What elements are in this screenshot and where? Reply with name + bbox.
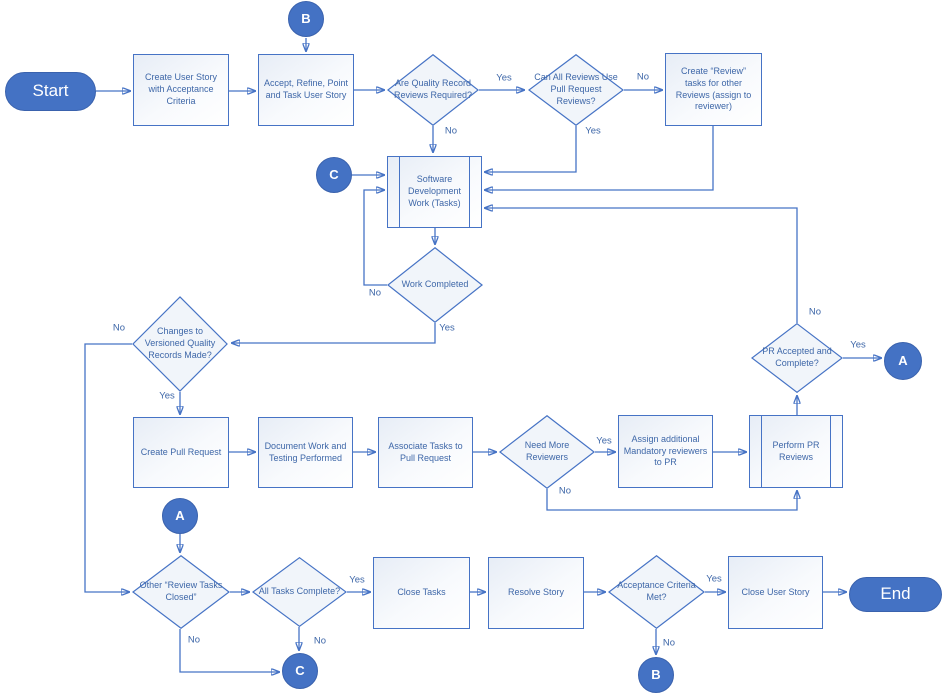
- diamond-shape: [132, 296, 228, 392]
- decision-all-tasks-complete: All Tasks Complete?: [252, 557, 347, 627]
- end-terminator: End: [849, 577, 942, 612]
- edge-work-completed-yes: [232, 323, 436, 343]
- edge-label-nm-no: No: [558, 485, 572, 497]
- process-close-tasks: Close Tasks: [373, 557, 470, 629]
- edge-label-pr-no: No: [808, 306, 822, 318]
- edge-create-review-tasks-to-sdw: [485, 126, 714, 190]
- predefined-perform-pr-reviews: Perform PR Reviews: [749, 415, 843, 488]
- decision-acceptance-criteria-met: Acceptance Criteria Met?: [608, 555, 705, 629]
- edge-need-more-no: [546, 489, 797, 511]
- offpage-connector-b-top: B: [288, 1, 324, 37]
- process-create-pull-request: Create Pull Request: [133, 417, 229, 488]
- diamond-shape: [608, 555, 705, 629]
- offpage-connector-c-mid: C: [316, 157, 352, 193]
- edge-label-q1-yes: Yes: [496, 72, 512, 84]
- edge-label-q1-no: No: [444, 125, 458, 137]
- start-terminator: Start: [5, 72, 96, 111]
- edge-label-ch-no: No: [112, 322, 126, 334]
- process-resolve-story: Resolve Story: [488, 557, 584, 629]
- process-assign-reviewers: Assign additional Mandatory reviewers to…: [618, 415, 713, 488]
- decision-work-completed: Work Completed: [387, 247, 483, 323]
- process-create-review-tasks: Create “Review” tasks for other Reviews …: [665, 53, 762, 126]
- edge-pr-accepted-no-to-sdw: [485, 208, 798, 323]
- decision-changes-quality-records: Changes to Versioned Quality Records Mad…: [132, 296, 228, 392]
- edge-label-pr-yes: Yes: [850, 339, 866, 351]
- diamond-shape: [387, 247, 483, 323]
- offpage-connector-a-right: A: [884, 342, 922, 380]
- edge-label-q2-yes: Yes: [585, 125, 601, 137]
- decision-need-more-reviewers: Need More Reviewers: [499, 415, 595, 489]
- edge-label-ac-no: No: [662, 637, 676, 649]
- edge-label-nm-yes: Yes: [596, 435, 612, 447]
- edge-label-at-yes: Yes: [349, 574, 365, 586]
- offpage-connector-a-bottom: A: [162, 498, 198, 534]
- process-close-user-story: Close User Story: [728, 556, 823, 629]
- process-document-work: Document Work and Testing Performed: [258, 417, 353, 488]
- start-label: Start: [32, 81, 69, 101]
- decision-quality-reviews-required: Are Quality Record Reviews Required?: [387, 54, 479, 126]
- edge-label-or-no: No: [187, 634, 201, 646]
- offpage-connector-c-bottom: C: [282, 653, 318, 689]
- edge-label-ac-yes: Yes: [706, 573, 722, 585]
- process-associate-tasks: Associate Tasks to Pull Request: [378, 417, 473, 488]
- decision-can-all-reviews-pr: Can All Reviews Use Pull Request Reviews…: [528, 54, 624, 126]
- edge-other-review-no: [179, 629, 279, 672]
- diamond-shape: [132, 555, 230, 629]
- process-accept-refine: Accept, Refine, Point and Task User Stor…: [258, 54, 354, 126]
- diamond-shape: [751, 323, 843, 393]
- edge-changes-no: [84, 343, 132, 592]
- edge-label-wc-yes: Yes: [439, 322, 455, 334]
- decision-other-review-tasks-closed: Other “Review Tasks Closed”: [132, 555, 230, 629]
- diamond-shape: [528, 54, 624, 126]
- edge-label-ch-yes: Yes: [159, 390, 175, 402]
- diamond-shape: [387, 54, 479, 126]
- edge-work-completed-no-loop: [363, 190, 387, 286]
- decision-pr-accepted: PR Accepted and Complete?: [751, 323, 843, 393]
- edge-label-wc-no: No: [368, 287, 382, 299]
- diamond-shape: [252, 557, 347, 627]
- edge-can-all-reviews-yes: [485, 126, 577, 172]
- end-label: End: [880, 584, 911, 604]
- diamond-shape: [499, 415, 595, 489]
- process-create-user-story: Create User Story with Acceptance Criter…: [133, 54, 229, 126]
- edge-label-at-no: No: [313, 635, 327, 647]
- offpage-connector-b-bottom: B: [638, 657, 674, 693]
- edge-label-q2-no: No: [636, 71, 650, 83]
- predefined-software-dev-work: Software Development Work (Tasks): [387, 156, 482, 228]
